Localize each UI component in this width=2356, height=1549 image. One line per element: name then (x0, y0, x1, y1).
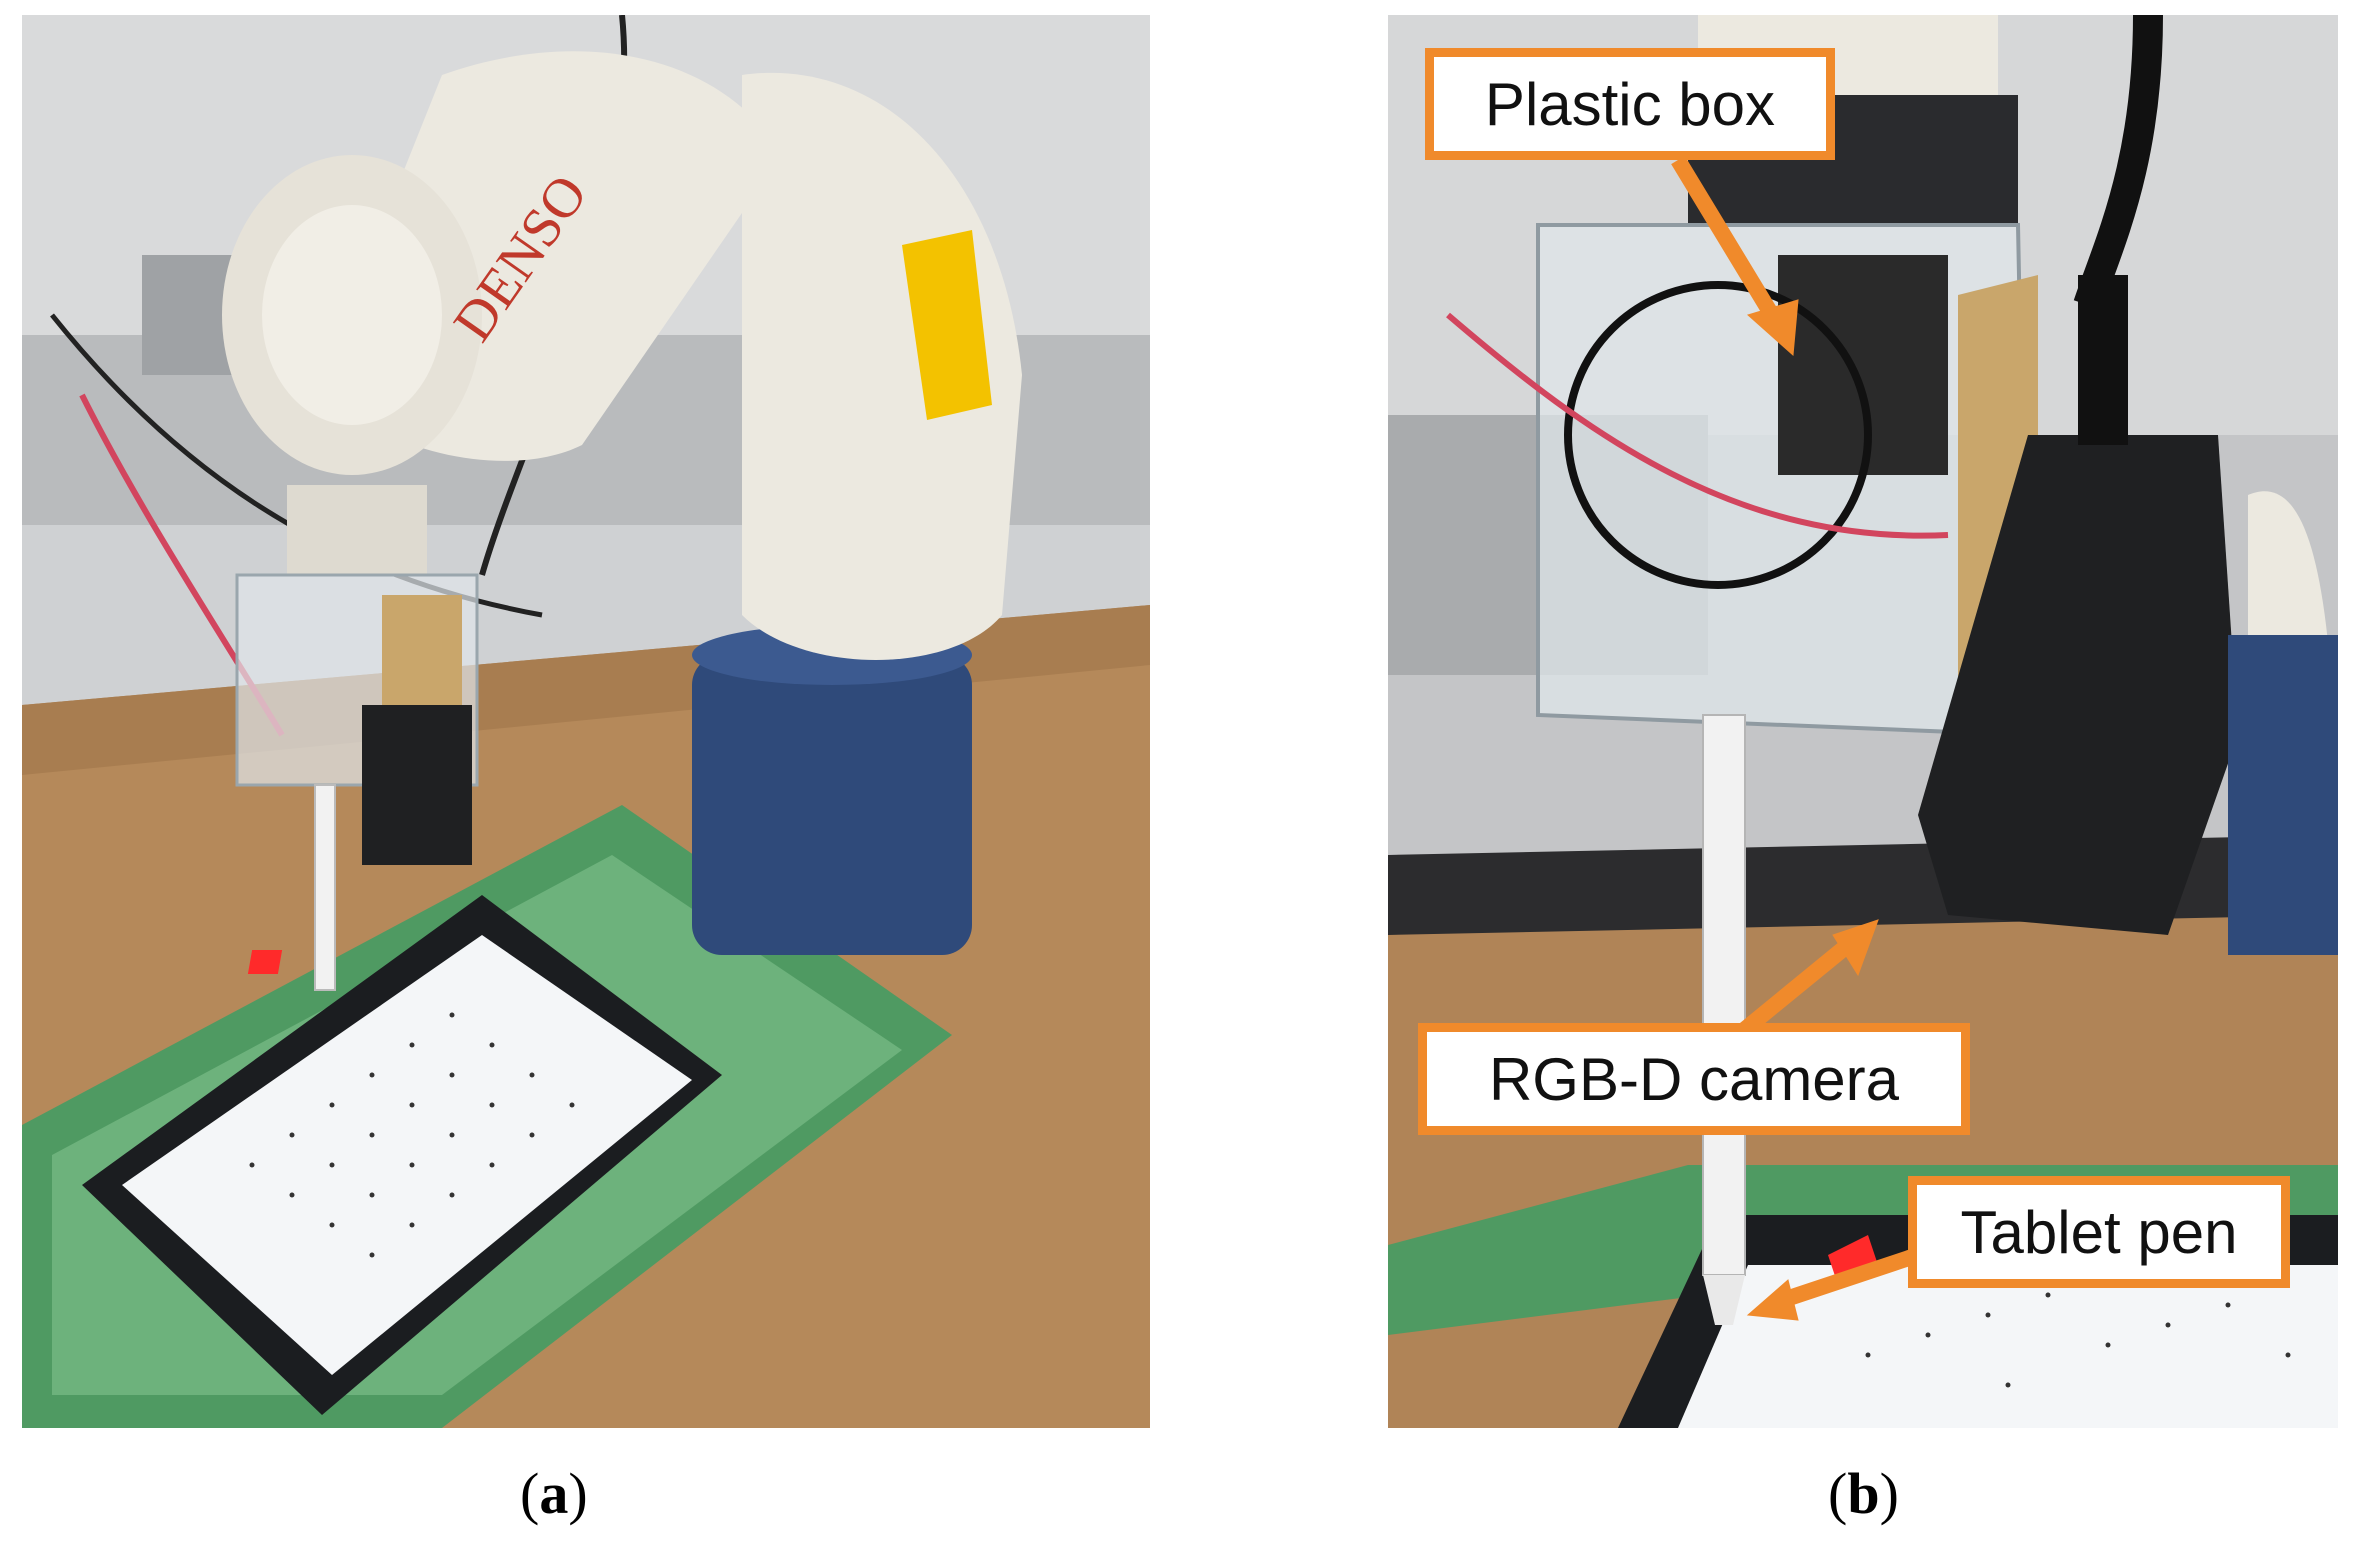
caption-b-open: ( (1828, 1461, 1848, 1526)
tablet-dot-grid (1865, 1292, 2291, 1388)
camera-holder (362, 705, 472, 865)
callout-rgbd-camera: RGB-D camera (1418, 1023, 1970, 1135)
caption-a-letter: a (539, 1461, 569, 1526)
tablet-pen (314, 784, 336, 991)
robot-upper-arm (742, 72, 1022, 660)
caption-a-close: ) (568, 1461, 588, 1526)
tablet-dot-grid (249, 1012, 575, 1258)
tablet-screen (1678, 1265, 2338, 1428)
photo-panel-a: DENSO (22, 15, 1150, 1428)
caption-a-open: ( (520, 1461, 540, 1526)
robot-arm-photo: DENSO (22, 15, 1150, 1428)
caption-a: (a) (520, 1460, 588, 1527)
tablet-pen (1702, 714, 1746, 1276)
warning-sticker (902, 230, 992, 420)
closeup-photo (1388, 15, 2338, 1428)
caption-b: (b) (1828, 1460, 1899, 1527)
caption-b-letter: b (1847, 1461, 1880, 1526)
caption-b-close: ) (1879, 1461, 1899, 1526)
camera-holder (1918, 435, 2238, 935)
robot-base (692, 655, 972, 955)
photo-panel-b (1388, 15, 2338, 1428)
callout-plastic-box: Plastic box (1425, 48, 1835, 160)
tablet-red-square (247, 950, 283, 974)
tablet-screen (122, 935, 692, 1375)
callout-arrows (1671, 155, 1921, 1321)
callout-tablet-pen: Tablet pen (1908, 1176, 2290, 1288)
